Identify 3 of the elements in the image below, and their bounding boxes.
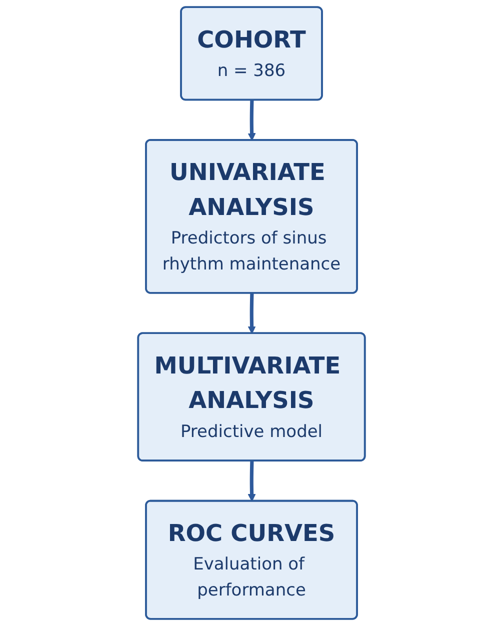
- arrow: [248, 100, 256, 141]
- arrow: [248, 460, 256, 502]
- arrow: [248, 293, 256, 334]
